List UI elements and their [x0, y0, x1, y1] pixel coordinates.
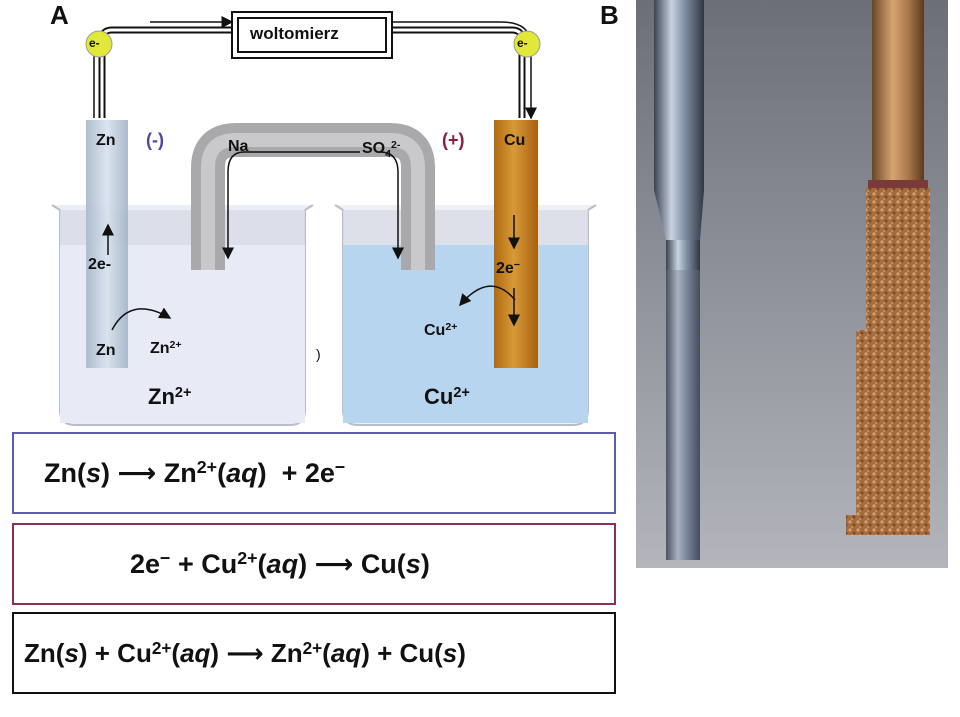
electron-badge-right — [513, 30, 541, 58]
oxidation-equation-box: Zn(s) ⟶ Zn2+(aq) + 2e− — [12, 432, 616, 514]
voltmeter-box — [231, 11, 393, 59]
anode-symbol: Zn — [96, 132, 116, 149]
anode-ion-label: Zn2+ — [150, 339, 182, 357]
salt-bridge-anion: SO42- — [362, 139, 401, 160]
reduction-equation-box: 2e− + Cu2+(aq) ⟶ Cu(s) — [12, 523, 616, 605]
electron-badge-left-label: e- — [89, 36, 100, 50]
anode-metal-label: Zn — [96, 342, 116, 359]
cathode-electrons-label: 2e− — [496, 259, 520, 277]
overall-equation-box: Zn(s) + Cu2+(aq) ⟶ Zn2+(aq) + Cu(s) — [12, 612, 616, 694]
oxidation-equation: Zn(s) ⟶ Zn2+(aq) + 2e− — [44, 457, 346, 488]
anode-electrons-label: 2e- — [88, 256, 112, 273]
panel-b-label: B — [600, 0, 619, 30]
cathode-solution-label: Cu2+ — [424, 384, 470, 409]
voltmeter-label: woltomierz — [250, 24, 339, 43]
stray-mark: ) — [316, 346, 321, 362]
anode-polarity: (-) — [146, 130, 164, 150]
cathode-polarity: (+) — [442, 130, 465, 150]
electron-flow-arrows — [93, 16, 537, 120]
cathode-ion-label: Cu2+ — [424, 321, 458, 339]
reduction-equation: 2e− + Cu2+(aq) ⟶ Cu(s) — [130, 548, 430, 579]
zinc-electrode — [86, 120, 128, 368]
copper-electrode — [494, 120, 538, 368]
cathode-symbol: Cu — [504, 132, 526, 149]
panel-a-label: A — [50, 0, 69, 30]
electron-badge-right-label: e- — [517, 36, 528, 50]
overall-equation: Zn(s) + Cu2+(aq) ⟶ Zn2+(aq) + Cu(s) — [24, 637, 466, 668]
salt-bridge-cation: Na — [228, 138, 249, 155]
anode-solution-label: Zn2+ — [148, 384, 192, 409]
electron-badge-left — [85, 30, 113, 58]
